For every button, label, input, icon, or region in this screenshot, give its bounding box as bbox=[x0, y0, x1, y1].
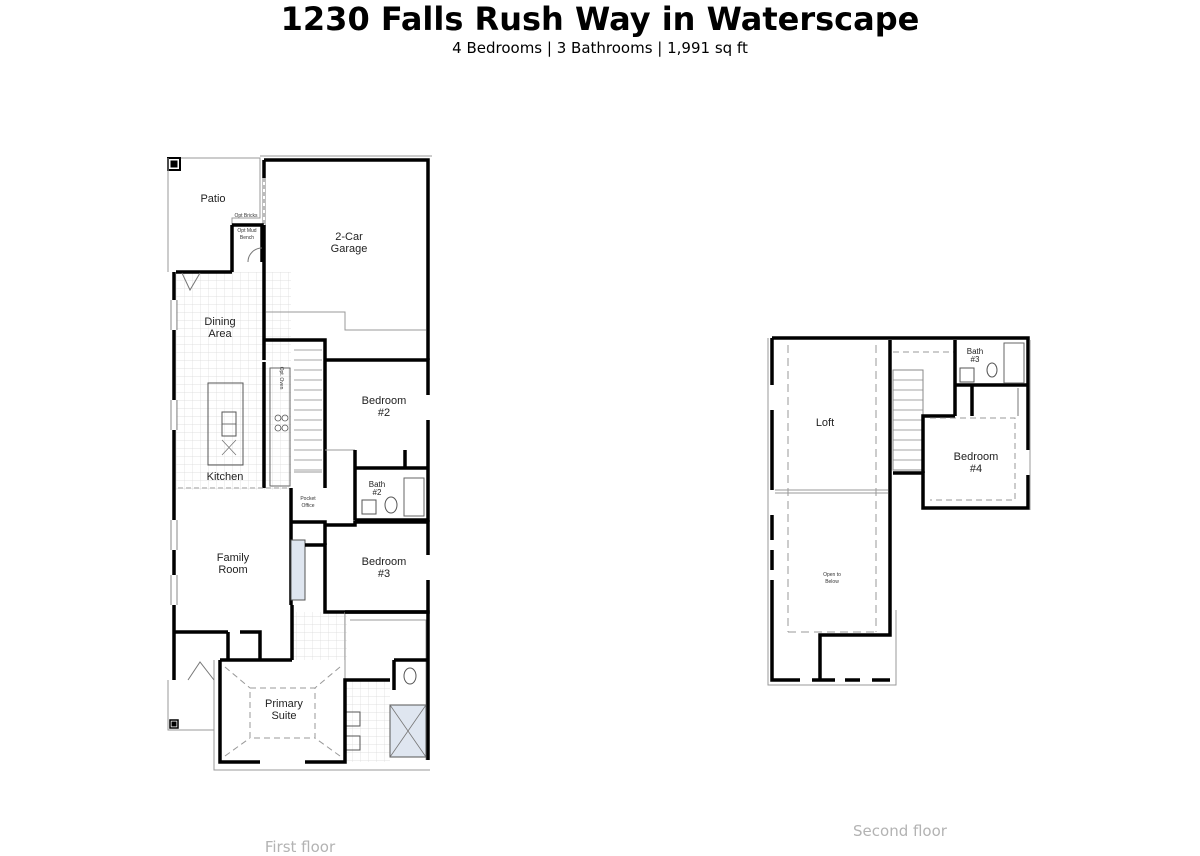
room-bedroom2-line2: #2 bbox=[378, 407, 390, 419]
page-subtitle: 4 Bedrooms | 3 Bathrooms | 1,991 sq ft bbox=[452, 39, 748, 57]
label-office: Office bbox=[302, 503, 315, 509]
label-pocket: Pocket bbox=[300, 496, 316, 502]
label-opt-bricks: Opt Bricks bbox=[234, 213, 258, 219]
label-below: Below bbox=[825, 579, 839, 585]
second-floor-caption: Second floor bbox=[853, 822, 947, 840]
room-garage-line1: 2-Car bbox=[335, 231, 363, 243]
page-title: 1230 Falls Rush Way in Waterscape bbox=[280, 0, 920, 38]
room-dining-line1: Dining bbox=[204, 316, 235, 328]
room-dining-line2: Area bbox=[208, 328, 232, 340]
label-opt-mud: Opt Mud bbox=[237, 228, 256, 234]
room-bedroom3-line1: Bedroom bbox=[362, 556, 407, 568]
room-primary-line1: Primary bbox=[265, 698, 303, 710]
label-open-to: Open to bbox=[823, 572, 841, 578]
room-family-line1: Family bbox=[217, 552, 250, 564]
label-bench: Bench bbox=[240, 235, 254, 241]
room-bath2-line1: Bath bbox=[369, 480, 385, 489]
room-bath2-line2: #2 bbox=[373, 488, 382, 497]
room-bath3-line2: #3 bbox=[971, 355, 980, 364]
room-primary-line2: Suite bbox=[271, 710, 296, 722]
second-floor-labels: Loft Bath #3 Bedroom #4 Open to Below bbox=[816, 347, 999, 585]
dining-kitchen-tile bbox=[176, 272, 291, 490]
first-floor-caption: First floor bbox=[264, 838, 336, 856]
primary-bath-tile bbox=[345, 680, 390, 762]
room-bedroom2-line1: Bedroom bbox=[362, 395, 407, 407]
first-floor-labels: Patio Opt Bricks Opt Mud Bench 2-Car Gar… bbox=[200, 193, 406, 722]
label-opt-oven: Opt. Oven bbox=[278, 367, 284, 390]
second-floor-plan bbox=[767, 336, 1031, 686]
room-bedroom4-line2: #4 bbox=[970, 463, 982, 475]
room-loft: Loft bbox=[816, 417, 834, 429]
room-patio: Patio bbox=[200, 193, 225, 205]
room-garage-line2: Garage bbox=[331, 243, 368, 255]
first-floor-plan bbox=[167, 155, 432, 771]
room-bedroom3-line2: #3 bbox=[378, 568, 390, 580]
room-family-line2: Room bbox=[218, 564, 247, 576]
room-bedroom4-line1: Bedroom bbox=[954, 451, 999, 463]
room-bath3-line1: Bath bbox=[967, 347, 983, 356]
room-kitchen: Kitchen bbox=[207, 471, 244, 483]
hall-tile bbox=[292, 612, 347, 660]
